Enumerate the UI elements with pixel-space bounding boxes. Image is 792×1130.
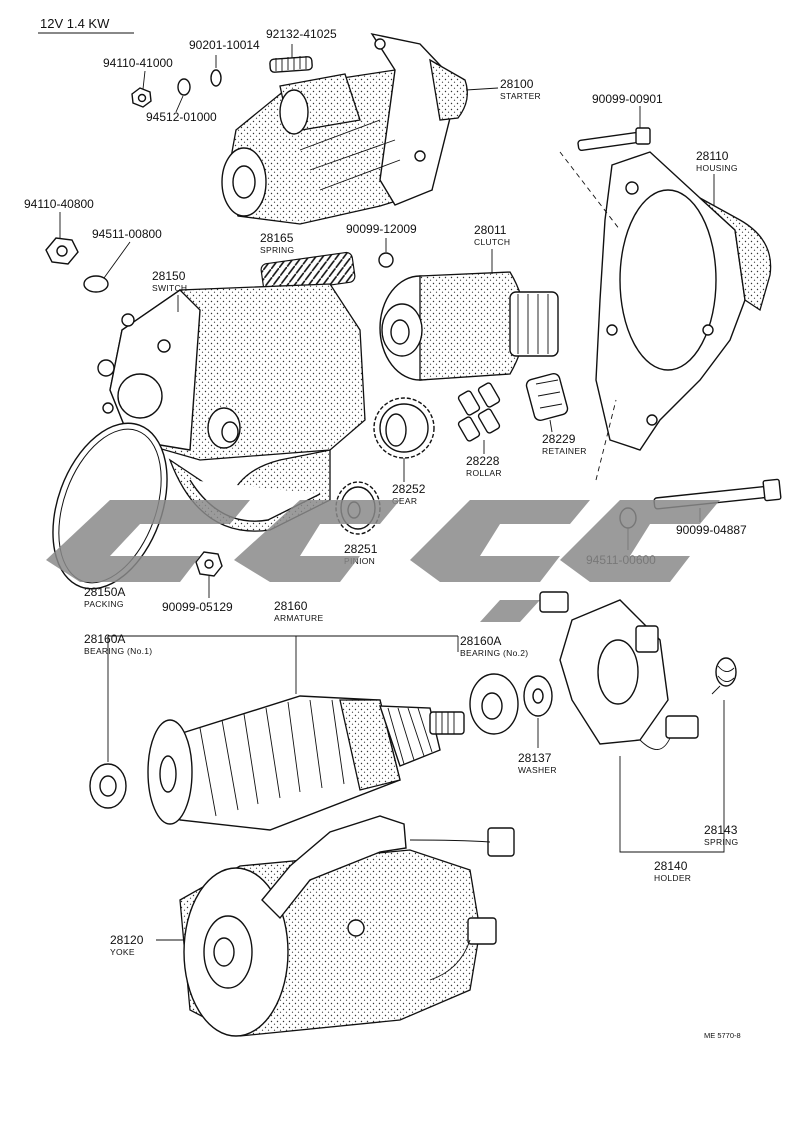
label-28120-name: YOKE <box>110 947 135 957</box>
washer-94511-00800-drawing <box>83 275 109 293</box>
label-28165-number: 28165 <box>260 231 294 245</box>
spring-28143-drawing <box>711 657 737 695</box>
label-28150-number: 28150 <box>152 269 186 283</box>
washer-94512-01000-drawing <box>177 78 191 96</box>
watermark-logo <box>46 500 720 622</box>
label-28160A-bearing1-name: BEARING (No.1) <box>84 646 152 656</box>
starter-assembly-drawing <box>221 32 468 225</box>
label-28137-name: WASHER <box>518 765 557 775</box>
label-28150A-packing-name: PACKING <box>84 599 124 609</box>
label-94511-00800: 94511-00800 <box>92 227 162 241</box>
label-28165-name: SPRING <box>260 245 294 255</box>
label-90099-12009: 90099-12009 <box>346 222 417 236</box>
label-28252-number: 28252 <box>392 482 426 496</box>
nut-94110-40800-drawing <box>45 237 79 265</box>
label-28160-name: ARMATURE <box>274 613 323 623</box>
holder-drawing <box>539 591 699 750</box>
washer-28137-drawing <box>523 675 553 717</box>
diagram-title: 12V 1.4 KW <box>40 16 110 31</box>
label-92132-41025: 92132-41025 <box>266 27 337 41</box>
label-28228-number: 28228 <box>466 454 500 468</box>
label-28251-name: PINION <box>344 556 375 566</box>
label-28252-name: GEAR <box>392 496 417 506</box>
bearing-no2-drawing <box>469 673 519 735</box>
washer-90201-10014-drawing <box>210 69 222 87</box>
gear-28252-drawing <box>373 397 435 459</box>
armature-drawing <box>147 695 465 831</box>
label-28110-number: 28110 <box>696 149 729 163</box>
label-28160A-bearing2-number: 28160A <box>460 634 501 648</box>
label-90099-04887: 90099-04887 <box>676 523 747 537</box>
label-28160A-bearing2-name: BEARING (No.2) <box>460 648 528 658</box>
label-28160A-bearing1-number: 28160A <box>84 632 125 646</box>
label-94110-40800: 94110-40800 <box>24 197 94 211</box>
retainer-28229-drawing <box>525 372 569 422</box>
bolt-90099-00901-drawing <box>577 127 651 151</box>
label-94110-41000: 94110-41000 <box>103 56 173 70</box>
label-90099-05129: 90099-05129 <box>162 600 233 614</box>
label-28137-number: 28137 <box>518 751 552 765</box>
label-28228-name: ROLLAR <box>466 468 502 478</box>
label-94512-01000: 94512-01000 <box>146 110 217 124</box>
stud-92132-41025-drawing <box>269 56 313 73</box>
nut-94110-41000-drawing <box>131 87 152 108</box>
label-28229-name: RETAINER <box>542 446 587 456</box>
label-28251-number: 28251 <box>344 542 378 556</box>
label-28150-name: SWITCH <box>152 283 187 293</box>
rollar-28228-drawing <box>457 382 501 442</box>
label-28140-name: HOLDER <box>654 873 691 883</box>
label-28150A-packing-number: 28150A <box>84 585 125 599</box>
label-28011-number: 28011 <box>474 223 507 237</box>
label-28160-number: 28160 <box>274 599 308 613</box>
nut-90099-05129-drawing <box>195 551 223 577</box>
clutch-drawing <box>379 271 559 381</box>
label-28100-number: 28100 <box>500 77 534 91</box>
label-28110-name: HOUSING <box>696 163 738 173</box>
label-28143-number: 28143 <box>704 823 738 837</box>
ball-90099-12009-drawing <box>378 252 394 268</box>
housing-drawing <box>595 151 772 451</box>
reference-code: ME 5770-8 <box>704 1031 741 1040</box>
label-28143-name: SPRING <box>704 837 738 847</box>
label-28229-number: 28229 <box>542 432 576 446</box>
label-28011-name: CLUTCH <box>474 237 510 247</box>
label-28120-number: 28120 <box>110 933 144 947</box>
label-90099-00901: 90099-00901 <box>592 92 663 106</box>
bearing-no1-drawing <box>89 763 127 809</box>
yoke-drawing <box>179 815 515 1037</box>
label-28100-name: STARTER <box>500 91 541 101</box>
label-28140-number: 28140 <box>654 859 688 873</box>
label-90201-10014: 90201-10014 <box>189 38 260 52</box>
